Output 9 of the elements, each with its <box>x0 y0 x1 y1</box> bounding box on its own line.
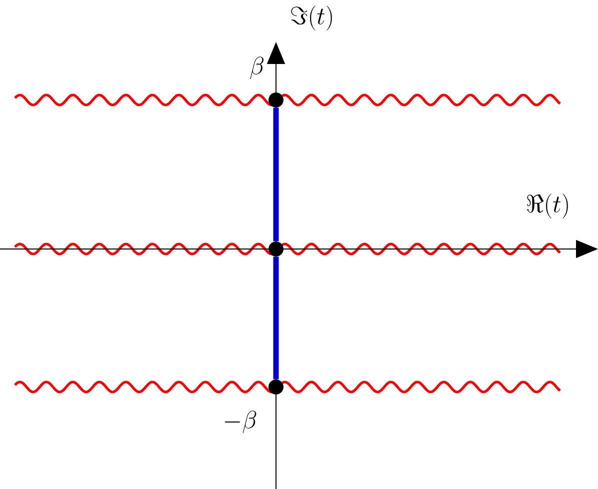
axis-label: $-\beta$ <box>224 410 256 434</box>
axis-label: $\Im(t)$ <box>291 6 332 30</box>
axis-label: $\beta$ <box>250 56 264 80</box>
axis-label: $\Re(t)$ <box>526 194 568 218</box>
dot <box>268 92 284 108</box>
segment <box>273 256 279 380</box>
segment <box>273 108 279 242</box>
dot <box>268 380 284 394</box>
dot <box>268 242 284 256</box>
